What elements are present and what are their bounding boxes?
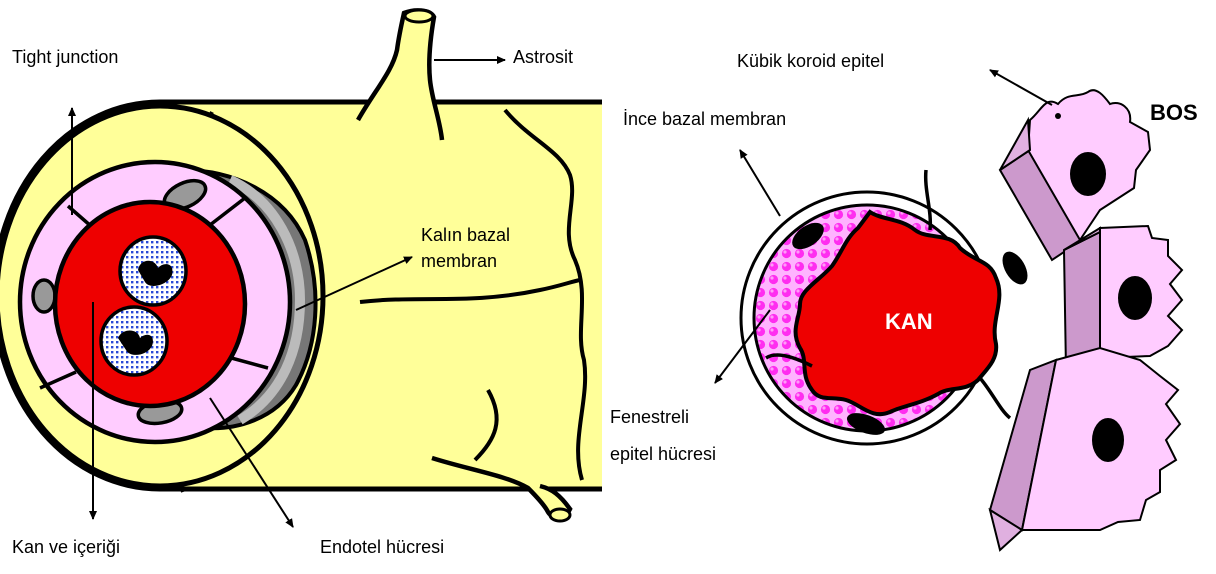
label-kan: KAN: [885, 309, 933, 335]
capillary-diagram: [0, 10, 620, 527]
label-astrosit: Astrosit: [513, 46, 573, 68]
blood-cell-2: [101, 307, 167, 375]
label-kan-ve-icerigi: Kan ve içeriği: [12, 536, 120, 558]
choroid-plexus-diagram: [715, 70, 1182, 550]
label-kubik-koroid-epitel: Kübik koroid epitel: [737, 50, 884, 72]
astrocyte-process-top: [358, 10, 442, 140]
label-kalin-bazal-line2: membran: [421, 250, 497, 272]
label-ince-bazal-membran: İnce bazal membran: [623, 108, 786, 130]
label-fenestreli-line2: epitel hücresi: [610, 443, 716, 465]
blood-cell-1: [120, 237, 186, 305]
label-kalin-bazal-line1: Kalın bazal: [421, 224, 510, 246]
label-bos: BOS: [1150, 100, 1198, 126]
label-endotel-hucresi: Endotel hücresi: [320, 536, 444, 558]
choroid-cell-2: [1064, 226, 1182, 370]
choroid-cell-3: [990, 348, 1180, 550]
label-tight-junction: Tight junction: [12, 46, 118, 68]
label-fenestreli-line1: Fenestreli: [610, 406, 689, 428]
